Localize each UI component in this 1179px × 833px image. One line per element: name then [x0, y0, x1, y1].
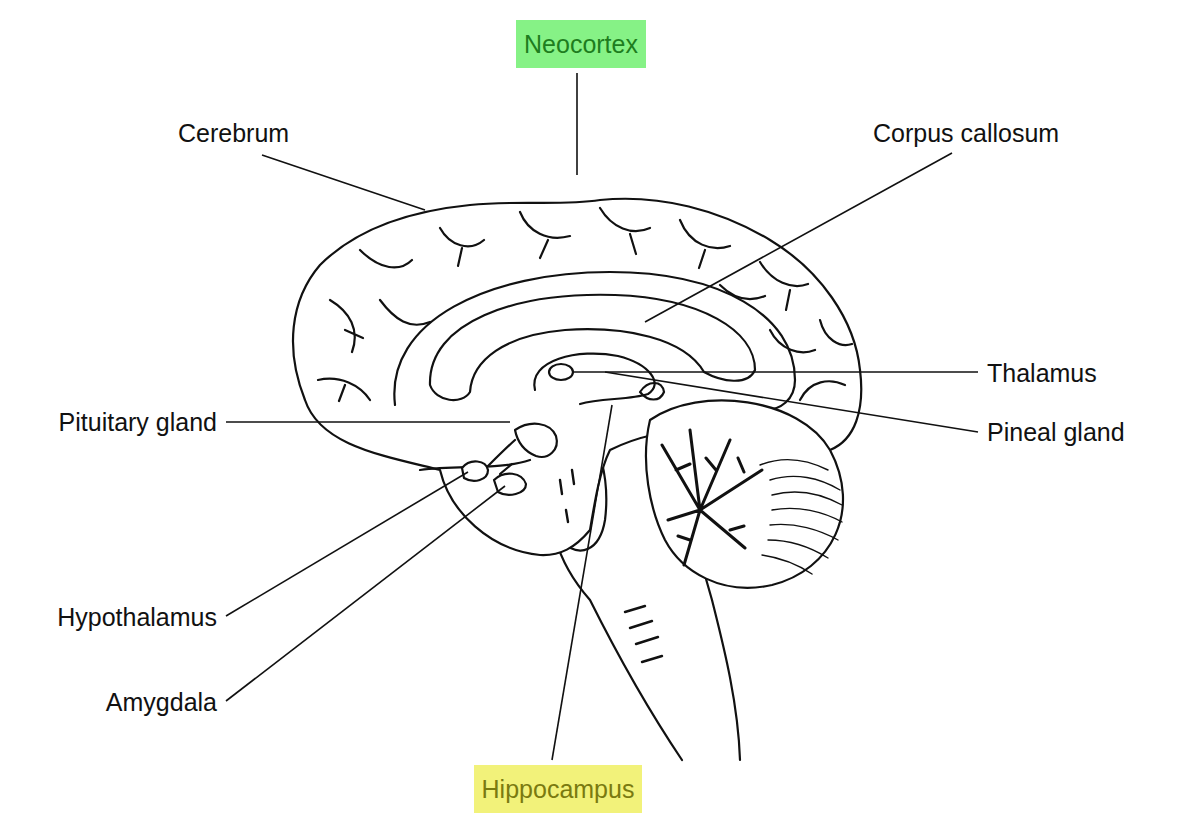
part-label: Amygdala [106, 687, 217, 717]
pituitary-shape [462, 461, 488, 480]
pineal-shape [640, 383, 664, 400]
corpus-callosum-shape [430, 295, 755, 400]
cerebellum-outline [646, 400, 843, 587]
part-label: Corpus callosum [873, 118, 1059, 148]
thalamus-shape [534, 354, 654, 404]
brainstem-marks [560, 470, 662, 662]
highlight-text: Neocortex [524, 29, 638, 59]
cingulate-outline [394, 272, 795, 410]
leader-line [226, 421, 510, 423]
part-label: Pituitary gland [59, 407, 217, 437]
leader-line [226, 486, 505, 701]
brain-drawing [293, 199, 861, 760]
leader-line [262, 155, 425, 210]
optic-stalk [488, 440, 515, 474]
leader-line [605, 372, 978, 432]
leader-line [552, 405, 612, 760]
part-label: Pineal gland [987, 417, 1125, 447]
highlight-box: Neocortex [516, 20, 646, 68]
leader-line [645, 153, 952, 322]
highlight-box: Hippocampus [474, 765, 643, 813]
arbor-vitae [662, 430, 762, 565]
hypothalamus-shape [515, 424, 557, 457]
leader-line [226, 472, 468, 616]
leader-line [576, 73, 578, 175]
leader-line [574, 371, 978, 373]
cerebellar-folia [760, 460, 842, 574]
thalamus-core [549, 364, 573, 380]
part-label: Hypothalamus [57, 602, 217, 632]
part-label: Cerebrum [178, 118, 289, 148]
highlight-text: Hippocampus [482, 774, 635, 804]
leader-lines [226, 73, 978, 760]
part-label: Thalamus [987, 358, 1097, 388]
